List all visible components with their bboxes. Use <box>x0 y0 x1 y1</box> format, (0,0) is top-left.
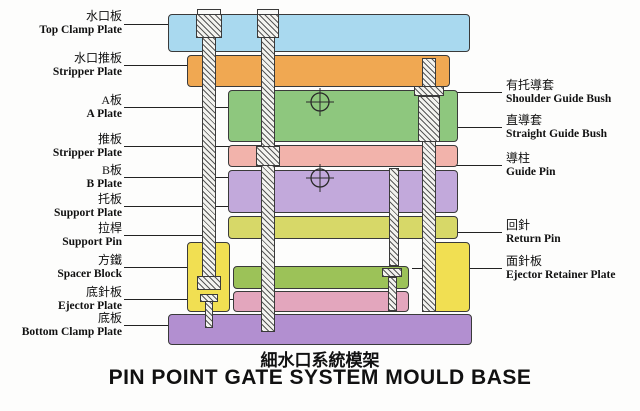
label-zh: 直導套 <box>506 113 543 127</box>
label-ejector-retainer-plate: 面針板 Ejector Retainer Plate <box>506 254 638 282</box>
label-a-plate: A板 A Plate <box>0 93 122 121</box>
label-return-pin: 回針 Return Pin <box>506 218 638 246</box>
page-title-english: PIN POINT GATE SYSTEM MOULD BASE <box>108 366 532 389</box>
label-zh: 回針 <box>506 218 531 232</box>
leader-line <box>124 177 238 178</box>
label-zh: 有托導套 <box>506 78 555 92</box>
label-en: A Plate <box>86 107 122 120</box>
label-zh: 水口板 <box>85 9 122 23</box>
leader-line <box>440 165 502 166</box>
label-guide-pin: 導柱 Guide Pin <box>506 151 638 179</box>
label-stripper-plate: 推板 Stripper Plate <box>0 132 122 160</box>
leader-line <box>124 146 238 147</box>
label-en: Ejector Plate <box>58 299 122 312</box>
leader-line <box>124 325 188 326</box>
shoulder-guide-bush-flange <box>414 86 444 96</box>
label-zh: 水口推板 <box>73 51 122 65</box>
leader-line <box>444 232 502 233</box>
label-zh: 面針板 <box>506 254 543 268</box>
leader-line <box>124 107 238 108</box>
label-zh: 底板 <box>97 311 122 325</box>
label-en: Bottom Clamp Plate <box>21 325 122 338</box>
straight-guide-bush-body <box>418 96 440 142</box>
label-runner-stripper-plate: 水口推板 Stripper Plate <box>0 51 122 79</box>
label-zh: 方鐵 <box>97 253 122 267</box>
ejector-screw-head <box>382 268 402 277</box>
label-zh: 托板 <box>97 192 122 206</box>
label-zh: A板 <box>101 93 122 107</box>
label-shoulder-guide-bush: 有托導套 Shoulder Guide Bush <box>506 78 638 106</box>
runner-stripper-plate <box>187 55 450 87</box>
bottom-clamp-plate <box>168 314 472 345</box>
return-pin-shaft <box>389 168 399 266</box>
ejector-retainer-plate <box>233 266 409 289</box>
label-en: Ejector Retainer Plate <box>506 268 616 281</box>
screw-crosshair-icon <box>306 88 334 116</box>
label-en: Guide Pin <box>506 165 556 178</box>
support-pin-foot <box>197 276 221 290</box>
support-pin-shaft <box>202 37 216 278</box>
label-zh: 導柱 <box>506 151 531 165</box>
label-zh: 推板 <box>97 132 122 146</box>
label-support-pin: 拉桿 Support Pin <box>0 221 122 249</box>
leader-line <box>124 65 200 66</box>
label-support-plate: 托板 Support Plate <box>0 192 122 220</box>
label-bottom-clamp-plate: 底板 Bottom Clamp Plate <box>0 311 122 339</box>
label-en: Spacer Block <box>57 267 122 280</box>
label-en: Top Clamp Plate <box>39 23 122 36</box>
label-en: Shoulder Guide Bush <box>506 92 612 105</box>
leader-line <box>124 24 193 25</box>
ejector-screw-shaft <box>388 277 397 311</box>
support-plate <box>228 216 458 239</box>
page-title-chinese: 細水口系統模架 <box>260 351 380 370</box>
leader-line <box>444 127 502 128</box>
label-ejector-plate: 底針板 Ejector Plate <box>0 285 122 313</box>
leader-line <box>124 206 238 207</box>
label-zh: B板 <box>101 163 122 177</box>
label-en: Stripper Plate <box>52 65 122 78</box>
centre-pin-shoulder <box>256 146 280 166</box>
screw-crosshair-icon <box>306 164 334 192</box>
label-en: B Plate <box>86 177 122 190</box>
leader-line <box>124 267 196 268</box>
label-b-plate: B板 B Plate <box>0 163 122 191</box>
leader-line <box>124 235 206 236</box>
label-en: Stripper Plate <box>52 146 122 159</box>
label-zh: 拉桿 <box>97 221 122 235</box>
ejector-plate <box>233 291 409 312</box>
label-en: Support Plate <box>53 206 122 219</box>
label-spacer-block: 方鐵 Spacer Block <box>0 253 122 281</box>
label-top-clamp-plate: 水口板 Top Clamp Plate <box>0 9 122 37</box>
centre-pin-shaft <box>261 37 275 332</box>
label-straight-guide-bush: 直導套 Straight Guide Bush <box>506 113 638 141</box>
centre-bolt-head <box>257 14 279 38</box>
label-en: Straight Guide Bush <box>506 127 607 140</box>
leader-line <box>124 299 240 300</box>
left-screw-shaft <box>205 301 213 328</box>
label-en: Return Pin <box>506 232 561 245</box>
leader-line <box>446 92 502 93</box>
label-zh: 底針板 <box>85 285 122 299</box>
support-pin-head <box>196 14 222 38</box>
stripper-plate <box>228 145 458 167</box>
label-en: Support Pin <box>62 235 122 248</box>
